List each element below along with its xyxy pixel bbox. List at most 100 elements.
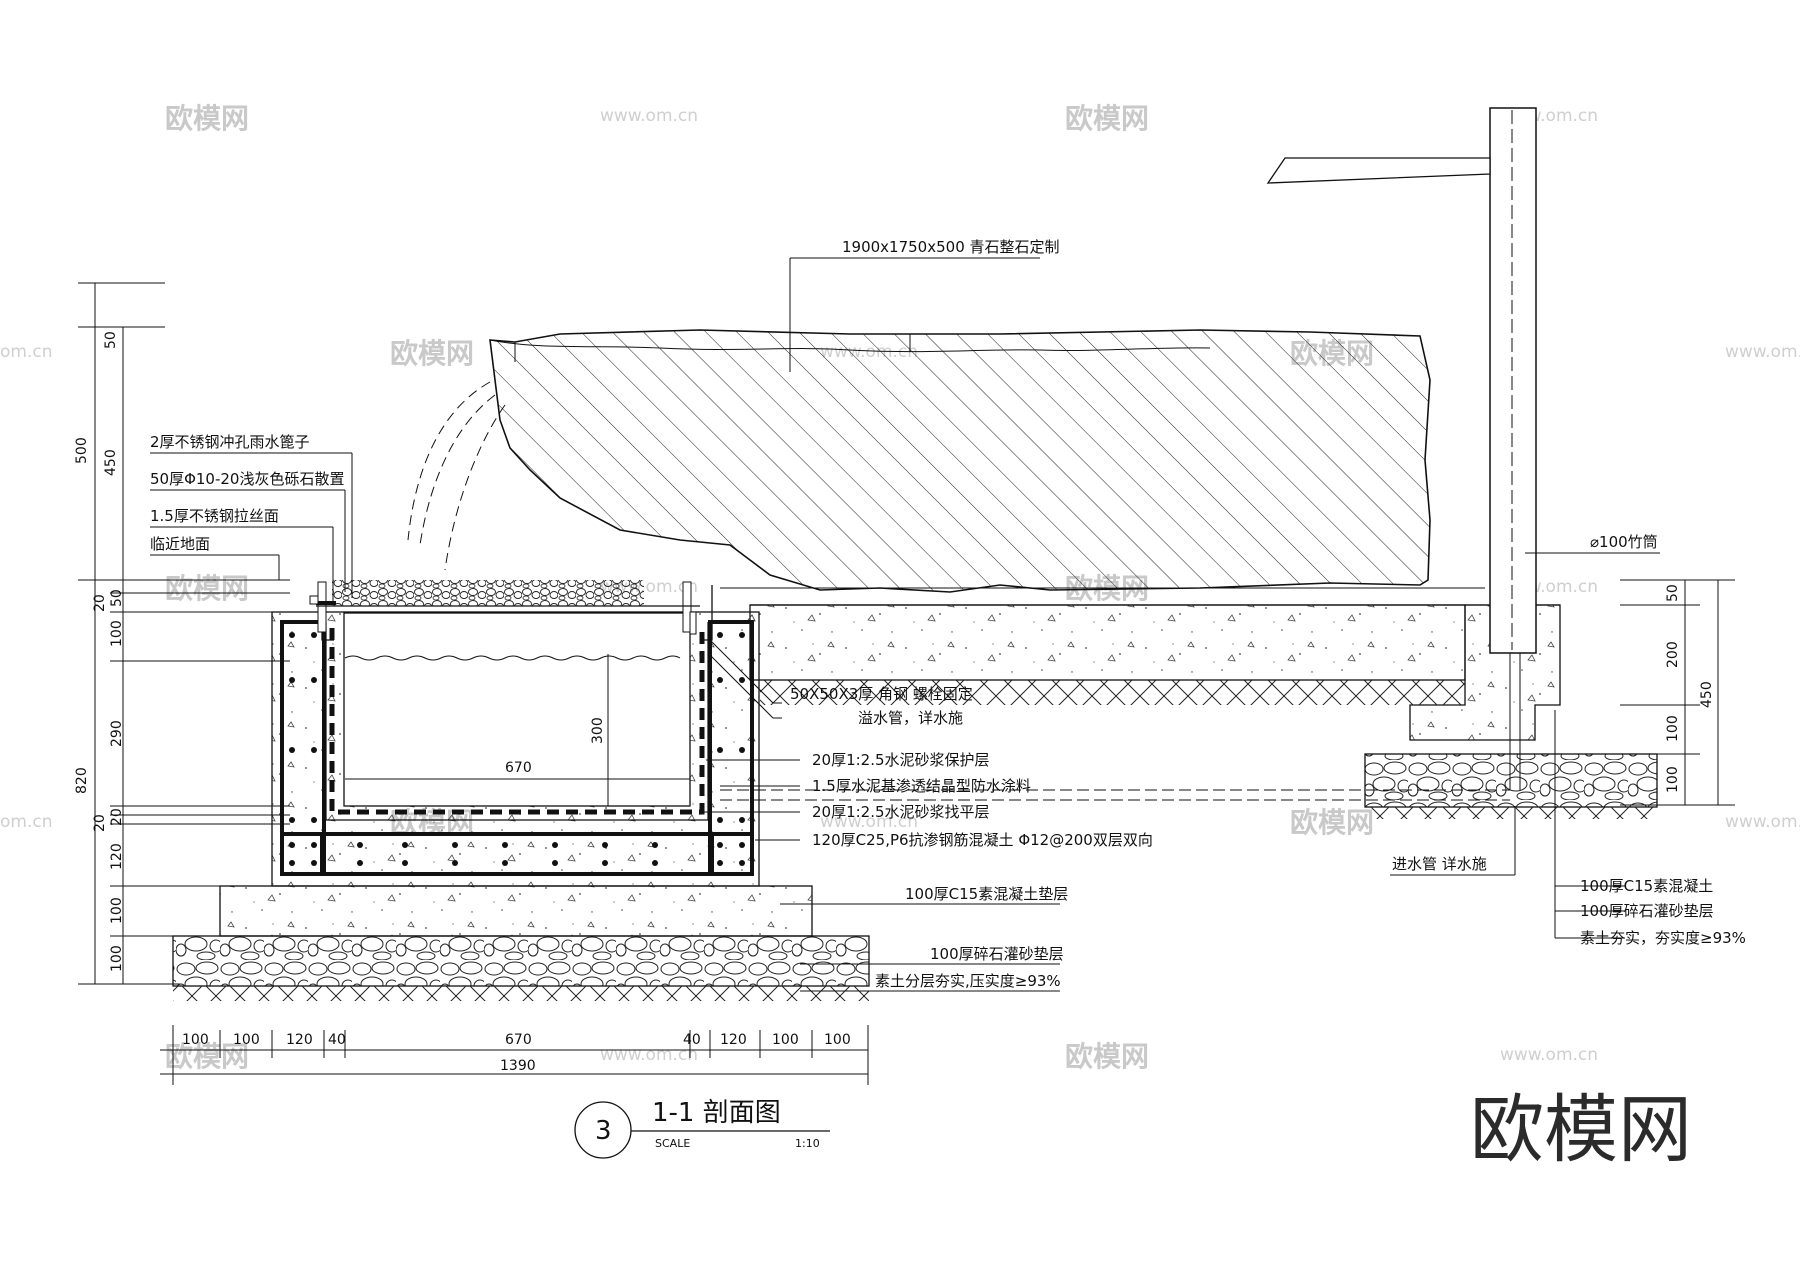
- label-adjacent-ground: 临近地面: [150, 535, 210, 553]
- water-surface: [344, 655, 681, 661]
- scale-label: SCALE: [655, 1137, 690, 1150]
- annotation-leaders: [150, 257, 1660, 992]
- watermark-url: www.om.cn: [600, 106, 698, 126]
- overflow-pipe: [689, 611, 697, 635]
- watermark-text: 欧模网: [1065, 1040, 1149, 1073]
- watermark-url: www.om.cn: [820, 812, 918, 832]
- bamboo-tube: [1489, 107, 1537, 654]
- label-inlet: 进水管 详水施: [1392, 855, 1487, 873]
- dim-450: 450: [103, 449, 119, 476]
- watermark-logo: 欧模网: [1470, 1087, 1692, 1173]
- watermark-url: om.cn: [0, 342, 53, 362]
- stone-top-edge: [489, 339, 1211, 353]
- compacted-soil: [173, 986, 869, 1001]
- label-gravel: 50厚Φ10-20浅灰色砾石散置: [150, 470, 344, 488]
- watermark-url: www.om.cn: [1500, 1045, 1598, 1065]
- dim-b-100d: 100: [824, 1032, 851, 1048]
- dim-b-40b: 40: [683, 1032, 701, 1048]
- gravel-top: [332, 580, 644, 606]
- dim-20b: 20: [92, 814, 108, 832]
- watermark-text: 欧模网: [390, 337, 474, 370]
- dim-b-total: 1390: [500, 1058, 536, 1074]
- label-waterproof: 1.5厚水泥基渗透结晶型防水涂料: [812, 777, 1031, 795]
- label-brushed: 1.5厚不锈钢拉丝面: [150, 507, 279, 525]
- dim-100a: 100: [109, 620, 125, 647]
- dim-20c: 20: [109, 808, 125, 826]
- label-soil: 素土分层夯实,压实度≥93%: [875, 972, 1061, 990]
- watermark-text: 欧模网: [165, 1040, 249, 1073]
- label-stone: 1900x1750x500 青石整石定制: [842, 238, 1060, 256]
- dim-b-670: 670: [505, 1032, 532, 1048]
- dim-50-top: 50: [103, 331, 119, 349]
- bamboo-spout: [1266, 157, 1491, 184]
- dim-820: 820: [74, 767, 90, 794]
- water-fall-line: [444, 404, 506, 571]
- drawing-title: 1-1 剖面图: [652, 1098, 781, 1128]
- label-right-soil: 素土夯实，夯实度≥93%: [1580, 929, 1746, 947]
- label-c15-pad: 100厚C15素混凝土垫层: [905, 885, 1068, 903]
- bolt-left: [317, 581, 327, 633]
- scale-value: 1:10: [795, 1137, 820, 1150]
- label-right-c15: 100厚C15素混凝土: [1580, 877, 1713, 895]
- dim-r-50: 50: [1665, 584, 1681, 602]
- label-mortar-protect: 20厚1:2.5水泥砂浆保护层: [812, 751, 990, 769]
- bottom-dimension-chain: 100 100 120 40 670 40 120 100 100 1390: [160, 1025, 869, 1085]
- label-right-gravel: 100厚碎石灌砂垫层: [1580, 902, 1714, 920]
- gravel-bed: [172, 935, 870, 987]
- dim-b-100c: 100: [772, 1032, 799, 1048]
- label-concrete: 120厚C25,P6抗渗钢筋混凝土 Φ12@200双层双向: [812, 831, 1153, 849]
- drawing-number: 3: [595, 1116, 612, 1146]
- pool-water-cavity: [343, 612, 691, 807]
- dim-100b: 100: [109, 897, 125, 924]
- dim-120: 120: [109, 843, 125, 870]
- dim-290: 290: [109, 720, 125, 747]
- right-gravel-bed: [1364, 753, 1658, 808]
- watermark-url: www.om.cn: [1725, 342, 1800, 362]
- dim-b-100b: 100: [233, 1032, 260, 1048]
- bolt-right: [682, 581, 692, 633]
- c15-cushion: [219, 885, 813, 937]
- watermark-url: om.cn: [0, 812, 53, 832]
- dim-r-450: 450: [1699, 681, 1715, 708]
- dim-20a: 20: [92, 594, 108, 612]
- dim-b-40a: 40: [328, 1032, 346, 1048]
- label-angle-steel: 50X50X3厚 角钢 螺栓固定: [790, 685, 973, 703]
- dim-500: 500: [74, 437, 90, 464]
- watermark-text: 欧模网: [1290, 806, 1374, 839]
- watermark-url: www.om.cn: [600, 1045, 698, 1065]
- trim-bolt: [309, 595, 319, 605]
- rebar-dots: [289, 632, 745, 866]
- waterproof-membrane: [329, 628, 705, 815]
- watermark-text: 欧模网: [165, 572, 249, 605]
- watermark-text: 欧模网: [1065, 102, 1149, 135]
- pool-structure: [271, 580, 760, 887]
- pavement-soil: [760, 680, 1465, 705]
- right-soil: [1365, 807, 1657, 819]
- water-fall-line: [419, 394, 496, 546]
- dim-50b: 50: [109, 589, 125, 607]
- dim-b-120b: 120: [720, 1032, 747, 1048]
- watermark-text: 欧模网: [165, 102, 249, 135]
- pavement-slab: [749, 604, 1466, 681]
- right-dimension-chain: 50 200 100 100 450: [1620, 579, 1735, 806]
- dim-b-100a: 100: [182, 1032, 209, 1048]
- dim-r-100a: 100: [1665, 715, 1681, 742]
- water-fall-line: [407, 381, 491, 541]
- dim-r-200: 200: [1665, 641, 1681, 668]
- mortar-protect-layer: [325, 622, 709, 821]
- dim-100c: 100: [109, 945, 125, 972]
- angle-steel-right: [700, 585, 713, 641]
- label-mortar-level: 20厚1:2.5水泥砂浆找平层: [812, 803, 990, 821]
- watermark-url: www.om.cn: [1725, 812, 1800, 832]
- drawing-number-circle: [574, 1101, 632, 1159]
- label-overflow: 溢水管，详水施: [858, 709, 963, 727]
- bluestone-block: [489, 329, 1431, 593]
- dim-670-inner: 670: [505, 760, 532, 776]
- label-gravel-pad: 100厚碎石灌砂垫层: [930, 945, 1064, 963]
- dim-300-inner: 300: [590, 717, 606, 744]
- title-block: 3 1-1 剖面图 SCALE 1:10: [574, 1098, 830, 1159]
- label-bamboo: ⌀100竹筒: [1590, 533, 1658, 551]
- left-dimension-chain: 500 50 450 820 20 50 100 290 20 20 120 1…: [74, 282, 290, 985]
- dim-r-100b: 100: [1665, 766, 1681, 793]
